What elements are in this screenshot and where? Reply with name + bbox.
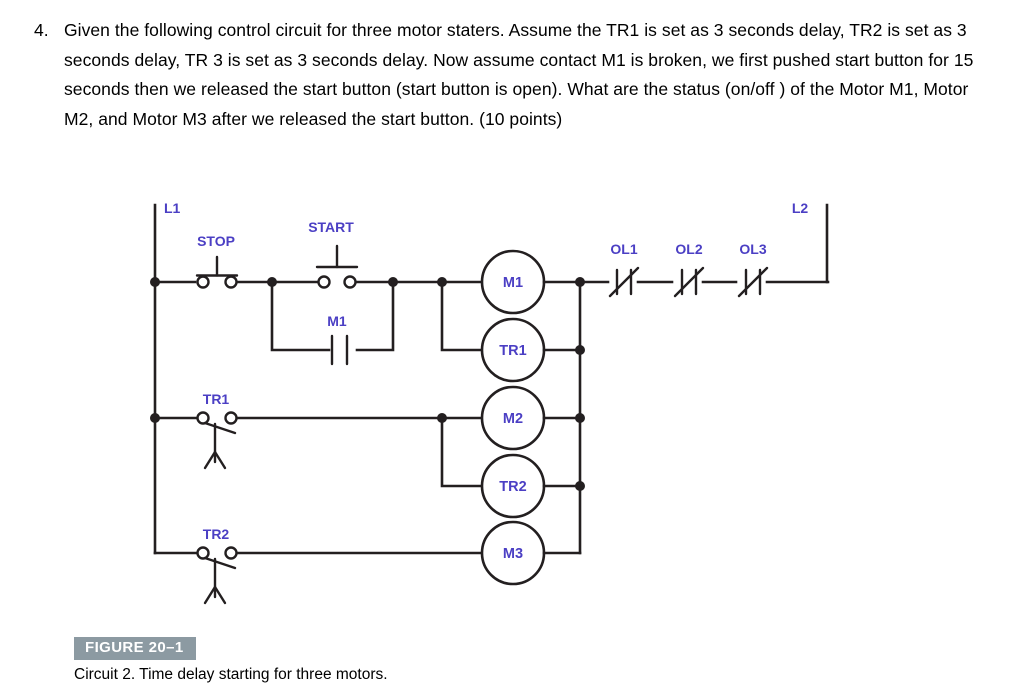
ol2-overload-contact[interactable]: OL2 (673, 241, 705, 298)
tr2-contact-blade (203, 556, 237, 570)
tr2-right-terminal (224, 546, 238, 560)
tr1-coil[interactable]: TR1 (480, 317, 546, 383)
tr2-ondelay-chevron (203, 584, 227, 605)
start-contact-label: START (308, 219, 354, 235)
wire-seal-branch-right (355, 280, 395, 352)
ladder-diagram: L1 L2 STOP START M1 (0, 180, 1024, 620)
tr1-coil-label: TR1 (499, 343, 526, 359)
figure-caption: Circuit 2. Time delay starting for three… (74, 666, 388, 683)
figure-number-badge: FIGURE 20–1 (74, 637, 196, 660)
start-left-terminal (317, 275, 331, 289)
m2-coil-label: M2 (503, 411, 523, 427)
question-number: 4. (34, 20, 49, 40)
question-text: Given the following control circuit for … (64, 20, 974, 129)
question-block: 4. Given the following control circuit f… (0, 0, 1024, 134)
ol1-overload-contact[interactable]: OL1 (608, 241, 640, 298)
ladder-diagram-svg: L1 L2 STOP START M1 (150, 200, 830, 605)
m1-sealin-label: M1 (327, 313, 347, 329)
tr2-coil[interactable]: TR2 (480, 453, 546, 519)
tr1-left-terminal (196, 411, 210, 425)
tr1-contact-label: TR1 (203, 391, 230, 407)
ol3-overload-contact[interactable]: OL3 (737, 241, 769, 298)
m3-coil[interactable]: M3 (480, 520, 546, 586)
bus-node-rung4 (575, 481, 585, 491)
stop-left-terminal (196, 275, 210, 289)
ol1-label: OL1 (610, 241, 637, 257)
ol2-slash (673, 266, 705, 298)
tr2-timer-contact[interactable]: TR2 (196, 526, 238, 605)
wire-branch-to-tr1-coil (440, 280, 484, 352)
m2-coil[interactable]: M2 (480, 385, 546, 451)
stop-contact-label: STOP (197, 233, 235, 249)
ol3-label: OL3 (739, 241, 766, 257)
m1-coil[interactable]: M1 (480, 249, 546, 315)
m3-coil-label: M3 (503, 546, 523, 562)
tr2-left-terminal (196, 546, 210, 560)
tr1-timer-contact[interactable]: TR1 (196, 391, 238, 470)
tr1-ondelay-chevron (203, 449, 227, 470)
wire-seal-branch-left (270, 280, 331, 352)
tr1-contact-blade (203, 421, 237, 435)
tr2-contact-label: TR2 (203, 526, 230, 542)
tr2-coil-label: TR2 (499, 479, 526, 495)
ol3-slash (737, 266, 769, 298)
stop-right-terminal (224, 275, 238, 289)
right-rail-label: L2 (792, 200, 809, 216)
start-right-terminal (343, 275, 357, 289)
wire-branch-to-tr2-coil (440, 416, 484, 488)
ol2-label: OL2 (675, 241, 702, 257)
left-rail-label: L1 (164, 200, 181, 216)
stop-pushbutton-contact[interactable]: STOP (195, 233, 239, 289)
figure-block: FIGURE 20–1 Circuit 2. Time delay starti… (74, 637, 674, 685)
ol1-slash (608, 266, 640, 298)
tr1-right-terminal (224, 411, 238, 425)
start-pushbutton-contact[interactable]: START (308, 219, 359, 289)
m1-coil-label: M1 (503, 275, 523, 291)
bus-node-rung3 (575, 413, 585, 423)
m1-sealin-contact[interactable]: M1 (327, 313, 349, 366)
